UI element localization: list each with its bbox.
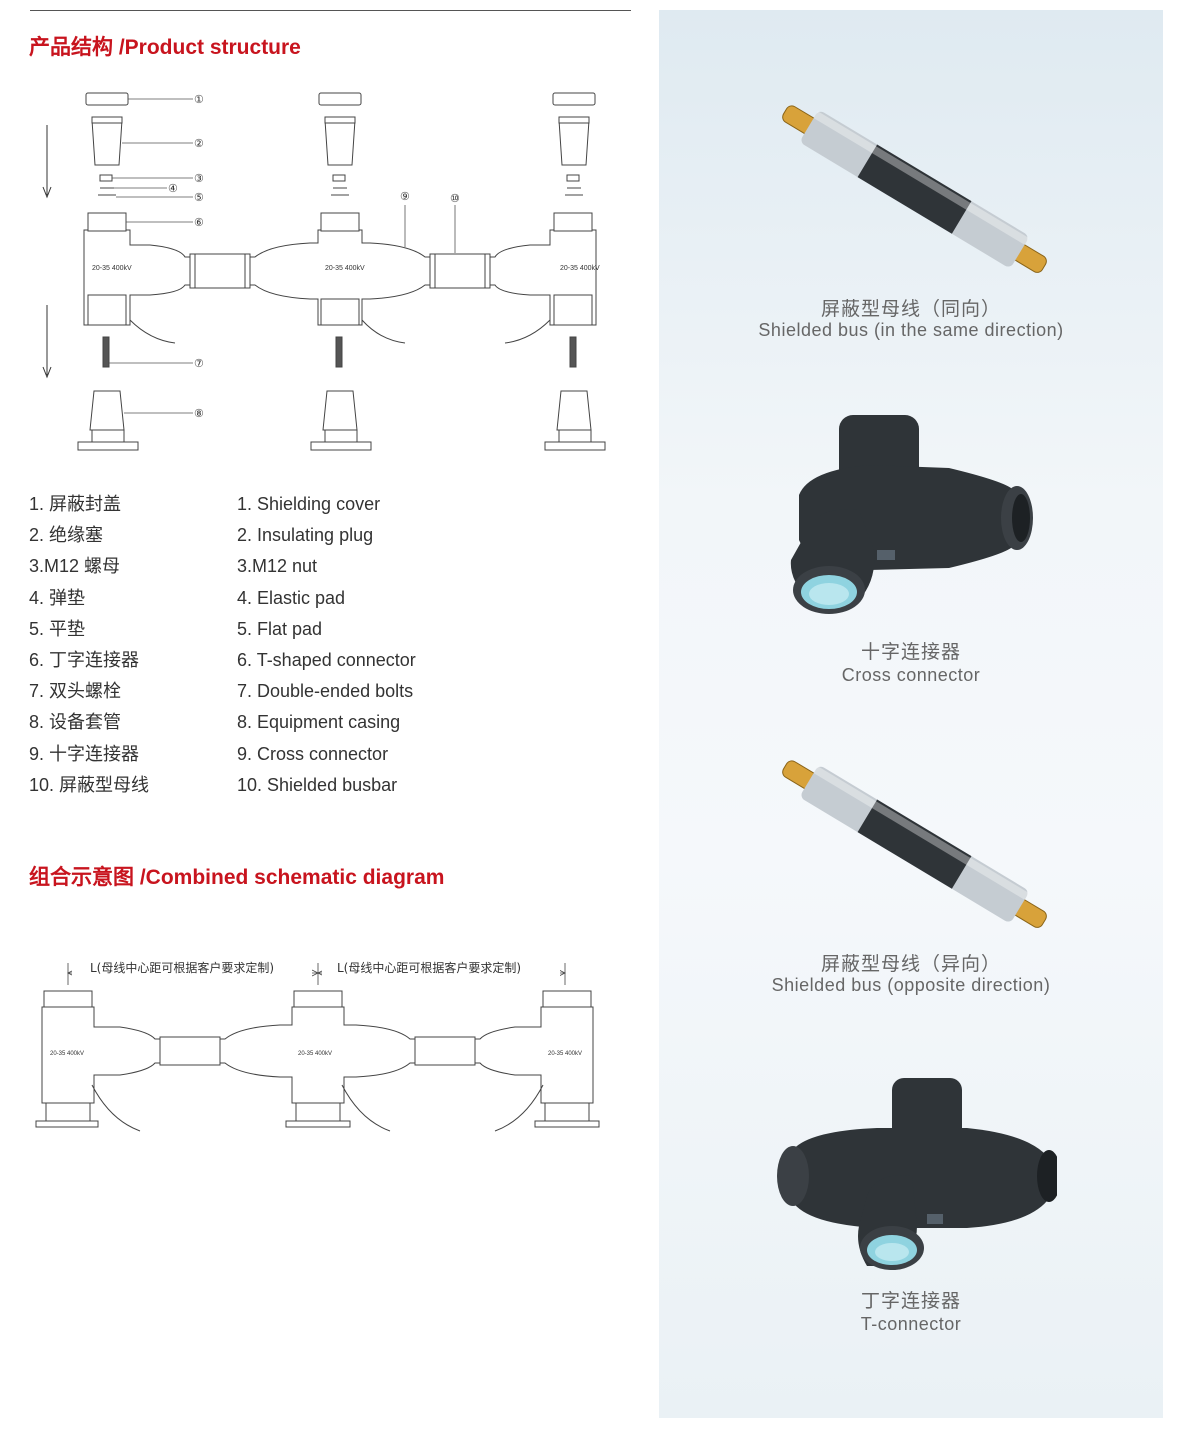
product-caption-cn: 屏蔽型母线（同向） <box>820 299 1001 320</box>
callout-3: ③ <box>194 173 204 185</box>
callout-1: ① <box>194 94 204 106</box>
product-caption-cn: 屏蔽型母线（异向） <box>820 954 1001 975</box>
combined-schematic-title: 组合示意图 /Combined schematic diagram <box>29 866 445 889</box>
part-name-cn: 1. 屏蔽封盖 <box>29 494 122 514</box>
part-name-cn: 9. 十字连接器 <box>29 743 140 764</box>
callout-2: ② <box>194 138 204 150</box>
callout-5: ⑤ <box>194 192 204 204</box>
part-name-cn: 8. 设备套管 <box>29 712 122 733</box>
connector-marking: 20-35 400kV <box>298 1051 332 1057</box>
part-name-en: 1. Shielding cover <box>237 494 381 514</box>
callout-4: ④ <box>168 183 178 195</box>
connector-marking: 20-35 400kV <box>92 265 132 272</box>
part-name-cn: 6. 丁字连接器 <box>29 649 140 670</box>
part-name-en: 3.M12 nut <box>237 556 318 577</box>
exploded-structure-diagram: 20-35 400kV 20-35 400kV 20-35 400kV ① ② … <box>42 92 606 451</box>
product-caption-cn: 十字连接器 <box>860 642 961 663</box>
part-name-en: 7. Double-ended bolts <box>237 681 414 702</box>
connector-marking: 20-35 400kV <box>325 265 365 272</box>
dimension-label-left: L(母线中心距可根据客户要求定制) <box>90 960 274 975</box>
product-caption-en: Shielded bus (opposite direction) <box>771 975 1051 995</box>
part-name-en: 8. Equipment casing <box>237 712 401 733</box>
callout-8: ⑧ <box>194 408 204 420</box>
part-name-cn: 3.M12 螺母 <box>29 556 121 577</box>
t-connector-image <box>777 1078 1057 1270</box>
part-name-en: 4. Elastic pad <box>237 587 346 608</box>
product-structure-title: 产品结构 /Product structure <box>29 36 301 59</box>
part-name-cn: 2. 绝缘塞 <box>29 525 104 546</box>
top-divider <box>30 10 631 11</box>
combined-schematic-diagram: L(母线中心距可根据客户要求定制) L(母线中心距可根据客户要求定制) 20-3… <box>35 960 600 1132</box>
callout-7: ⑦ <box>194 358 204 370</box>
cross-connector-image <box>790 415 1033 614</box>
product-gallery-panel: 屏蔽型母线（同向） Shielded bus (in the same dire… <box>659 10 1163 1418</box>
part-name-cn: 5. 平垫 <box>29 618 86 639</box>
part-name-en: 5. Flat pad <box>237 618 323 639</box>
product-caption-en: T-connector <box>860 1314 962 1334</box>
part-name-cn: 7. 双头螺栓 <box>29 681 122 702</box>
part-name-en: 9. Cross connector <box>237 743 389 764</box>
connector-marking: 20-35 400kV <box>50 1051 84 1057</box>
connector-marking: 20-35 400kV <box>548 1051 582 1057</box>
part-name-cn: 10. 屏蔽型母线 <box>29 774 150 795</box>
product-caption-en: Cross connector <box>841 665 981 685</box>
callout-10: ⑩ <box>450 193 460 205</box>
part-name-cn: 4. 弹垫 <box>29 587 86 608</box>
product-caption-en: Shielded bus (in the same direction) <box>758 320 1064 340</box>
part-name-en: 2. Insulating plug <box>237 525 374 546</box>
callout-9: ⑨ <box>400 191 410 203</box>
connector-marking: 20-35 400kV <box>560 265 600 272</box>
shielded-bus-opposite-direction-image <box>782 760 1047 928</box>
shielded-bus-same-direction-image <box>782 105 1047 273</box>
part-name-en: 10. Shielded busbar <box>237 774 398 795</box>
callout-6: ⑥ <box>194 217 204 229</box>
dimension-label-right: L(母线中心距可根据客户要求定制) <box>337 960 521 975</box>
product-caption-cn: 丁字连接器 <box>860 1291 961 1312</box>
part-name-en: 6. T-shaped connector <box>237 649 416 670</box>
